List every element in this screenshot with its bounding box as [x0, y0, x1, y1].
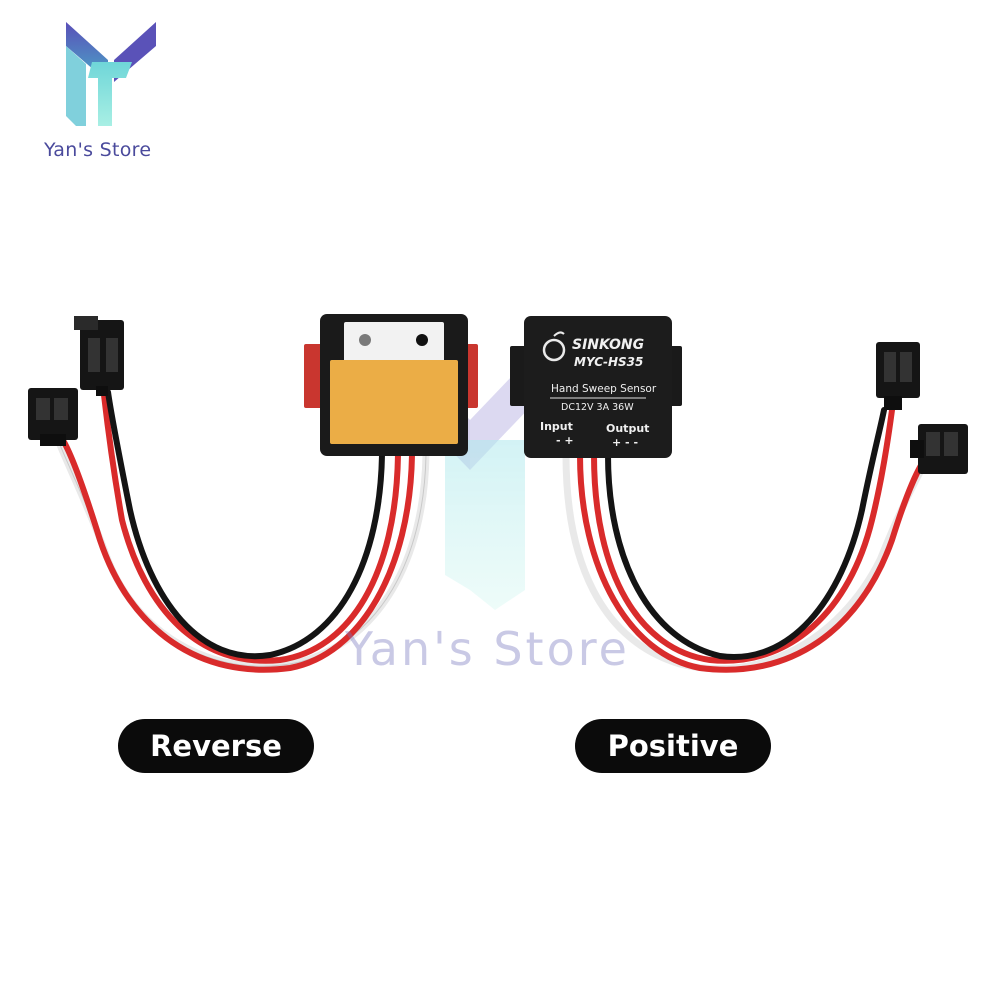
positive-label-badge: Positive — [575, 719, 771, 773]
device-model-text: MYC-HS35 — [574, 355, 643, 369]
brand-name: Yan's Store — [44, 139, 152, 161]
device-input-pins: - + — [556, 434, 574, 447]
reverse-label-badge: Reverse — [118, 719, 314, 773]
device-input-label: Input — [540, 420, 573, 433]
device-rating-text: DC12V 3A 36W — [561, 402, 634, 413]
device-sensor-type-text: Hand Sweep Sensor — [551, 383, 657, 395]
positive-device-wires — [562, 407, 938, 673]
positive-connector-lower — [910, 424, 968, 474]
device-output-pins: + - - — [612, 436, 638, 449]
positive-label-text: Positive — [607, 729, 739, 763]
reverse-device-wires — [54, 389, 430, 673]
positive-device: SINKONG MYC-HS35 Hand Sweep Sensor DC12V… — [510, 316, 682, 458]
device-output-label: Output — [606, 422, 649, 435]
reverse-connector-lower — [28, 388, 78, 446]
brand-logo-icon — [66, 22, 156, 126]
positive-connector-upper — [876, 342, 920, 410]
reverse-device — [304, 314, 478, 456]
reverse-connector-upper — [74, 316, 124, 396]
device-brand-text: SINKONG — [572, 337, 644, 353]
reverse-label-text: Reverse — [150, 729, 282, 763]
